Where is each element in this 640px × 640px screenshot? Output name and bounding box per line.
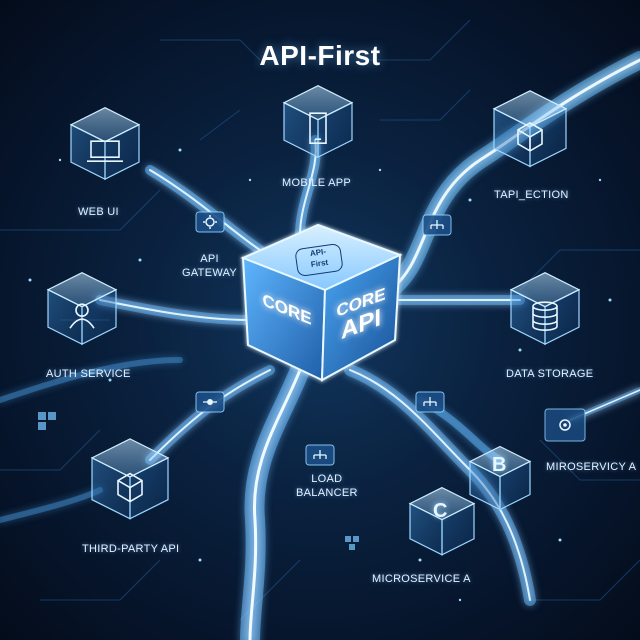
label-load-balancer-line2: BALANCER bbox=[296, 486, 358, 500]
label-load-balancer: LOAD BALANCER bbox=[296, 472, 358, 500]
label-microservice-b: MIROSERVICY A bbox=[546, 460, 636, 474]
label-load-balancer-line1: LOAD bbox=[296, 472, 358, 486]
label-api-gateway-line2: GATEWAY bbox=[182, 266, 237, 280]
auth-service-cube bbox=[48, 273, 116, 344]
label-mobile-app: MOBILE APP bbox=[282, 176, 351, 190]
label-auth-service: AUTH SERVICE bbox=[46, 367, 131, 381]
hub-icon bbox=[545, 409, 585, 441]
label-microservice-c: MICROSERVICE A bbox=[372, 572, 471, 586]
mobile-app-cube bbox=[284, 86, 352, 157]
hub-icon bbox=[196, 392, 224, 412]
label-tapi-lection: TAPI_ECTION bbox=[494, 188, 569, 202]
label-api-gateway-line1: API bbox=[182, 252, 237, 266]
network-icon bbox=[306, 445, 334, 465]
network-icon bbox=[423, 215, 451, 235]
label-web-ui: WEB UI bbox=[78, 205, 119, 219]
network-icon bbox=[416, 392, 444, 412]
label-third-party-api: THIRD-PARTY API bbox=[82, 542, 179, 556]
letter-b: B bbox=[492, 454, 506, 477]
gear-icon bbox=[196, 212, 224, 232]
label-data-storage: DATA STORAGE bbox=[506, 367, 593, 381]
web-ui-cube bbox=[71, 108, 139, 179]
data-storage-cube bbox=[511, 273, 579, 344]
diagram-title: API-First bbox=[0, 40, 640, 72]
label-api-gateway: API GATEWAY bbox=[182, 252, 237, 280]
letter-c: C bbox=[433, 500, 447, 523]
